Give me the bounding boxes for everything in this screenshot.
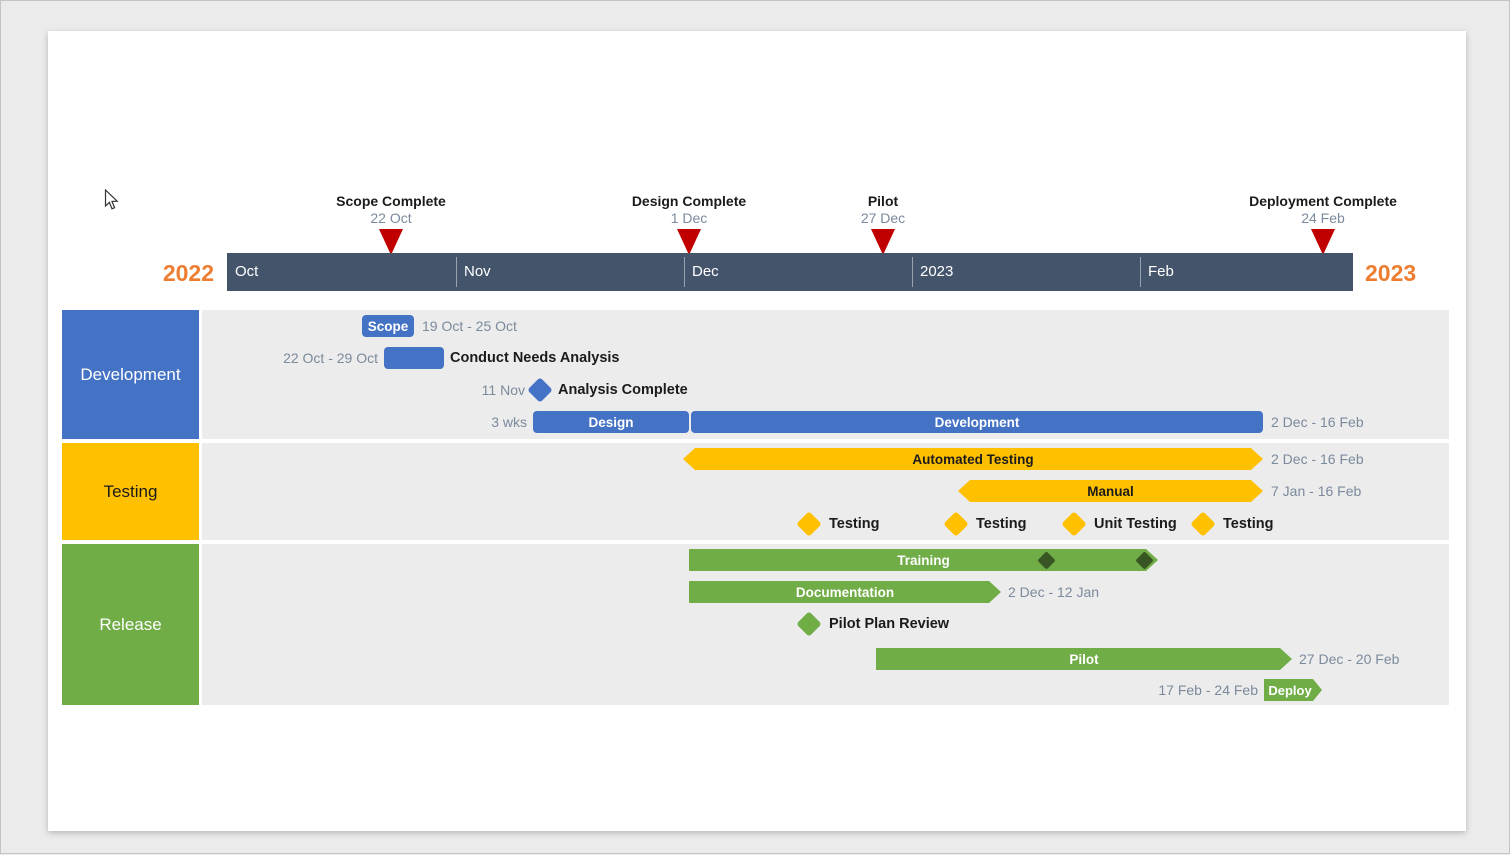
task-bar-pilot[interactable]: Pilot (876, 648, 1292, 670)
year-label-left: 2022 (162, 260, 214, 286)
month-cell-jan-2023: 2023 (912, 253, 1140, 291)
task-bar-scope[interactable]: Scope (362, 315, 414, 337)
task-date: 17 Feb - 24 Feb (1158, 682, 1258, 698)
mouse-cursor-icon (104, 189, 119, 210)
task-date: 2 Dec - 16 Feb (1271, 451, 1364, 467)
milestone-title: Pilot (867, 193, 899, 209)
milestone-name-label: Unit Testing (1094, 516, 1177, 532)
milestone-title: Design Complete (631, 193, 747, 209)
milestone-name-label: Testing (976, 516, 1027, 532)
milestone-date: 24 Feb (1301, 210, 1345, 226)
month-cell-nov: Nov (456, 253, 684, 291)
task-bar-automated-testing[interactable]: Automated Testing (683, 448, 1263, 470)
task-bar-label: Scope (367, 318, 409, 334)
task-bar-design[interactable]: Design (533, 411, 689, 433)
month-cell-dec: Dec (684, 253, 912, 291)
task-bar-label: Deploy (1268, 682, 1312, 698)
milestone-flag-design-complete: Design Complete 1 Dec (579, 193, 799, 227)
milestone-name-label: Analysis Complete (558, 382, 688, 398)
milestone-name-label: Testing (1223, 516, 1274, 532)
month-cell-oct: Oct (235, 263, 259, 280)
task-bar-manual[interactable]: Manual (958, 480, 1263, 502)
milestone-flag-deployment-complete: Deployment Complete 24 Feb (1213, 193, 1433, 227)
lane-label-release[interactable]: Release (62, 544, 199, 705)
task-bar-training[interactable]: Training (689, 549, 1158, 571)
task-date: 2 Dec - 16 Feb (1271, 414, 1364, 430)
task-bar-label: Manual (1087, 483, 1134, 499)
milestone-flag-scope-complete: Scope Complete 22 Oct (281, 193, 501, 227)
task-date: 19 Oct - 25 Oct (422, 318, 517, 334)
year-label-right: 2023 (1365, 260, 1417, 286)
task-date: 27 Dec - 20 Feb (1299, 651, 1400, 667)
task-bar-label: Pilot (1069, 651, 1099, 667)
task-date: 22 Oct - 29 Oct (283, 350, 378, 366)
task-date: 2 Dec - 12 Jan (1008, 584, 1100, 600)
task-name-label: Conduct Needs Analysis (450, 350, 620, 366)
milestone-title: Scope Complete (336, 193, 446, 209)
task-bar-documentation[interactable]: Documentation (689, 581, 1001, 603)
task-bar-label: Documentation (795, 584, 895, 600)
task-date: 7 Jan - 16 Feb (1271, 483, 1362, 499)
task-bar-label: Training (897, 552, 950, 568)
task-bar-conduct-needs-analysis[interactable] (384, 347, 444, 369)
task-bar-label: Automated Testing (912, 451, 1034, 467)
task-bar-deploy[interactable]: Deploy (1264, 679, 1322, 701)
milestone-date: 11 Nov (481, 382, 525, 398)
task-duration: 3 wks (491, 414, 527, 430)
task-bar-development[interactable]: Development (691, 411, 1263, 433)
task-bar-label: Design (588, 414, 634, 430)
task-bar-label: Development (934, 414, 1020, 430)
lane-label-development[interactable]: Development (62, 310, 199, 439)
lane-label-testing[interactable]: Testing (62, 443, 199, 540)
milestone-title: Deployment Complete (1249, 193, 1397, 209)
milestone-date: 22 Oct (370, 210, 412, 226)
milestone-flag-pilot: Pilot 27 Dec (773, 193, 993, 227)
milestone-name-label: Pilot Plan Review (829, 616, 950, 632)
month-cell-feb: Feb (1140, 253, 1353, 291)
timeline-band: Oct Nov Dec 2023 Feb (227, 253, 1353, 291)
milestone-name-label: Testing (829, 516, 880, 532)
milestone-date: 1 Dec (670, 210, 708, 226)
milestone-date: 27 Dec (860, 210, 906, 226)
